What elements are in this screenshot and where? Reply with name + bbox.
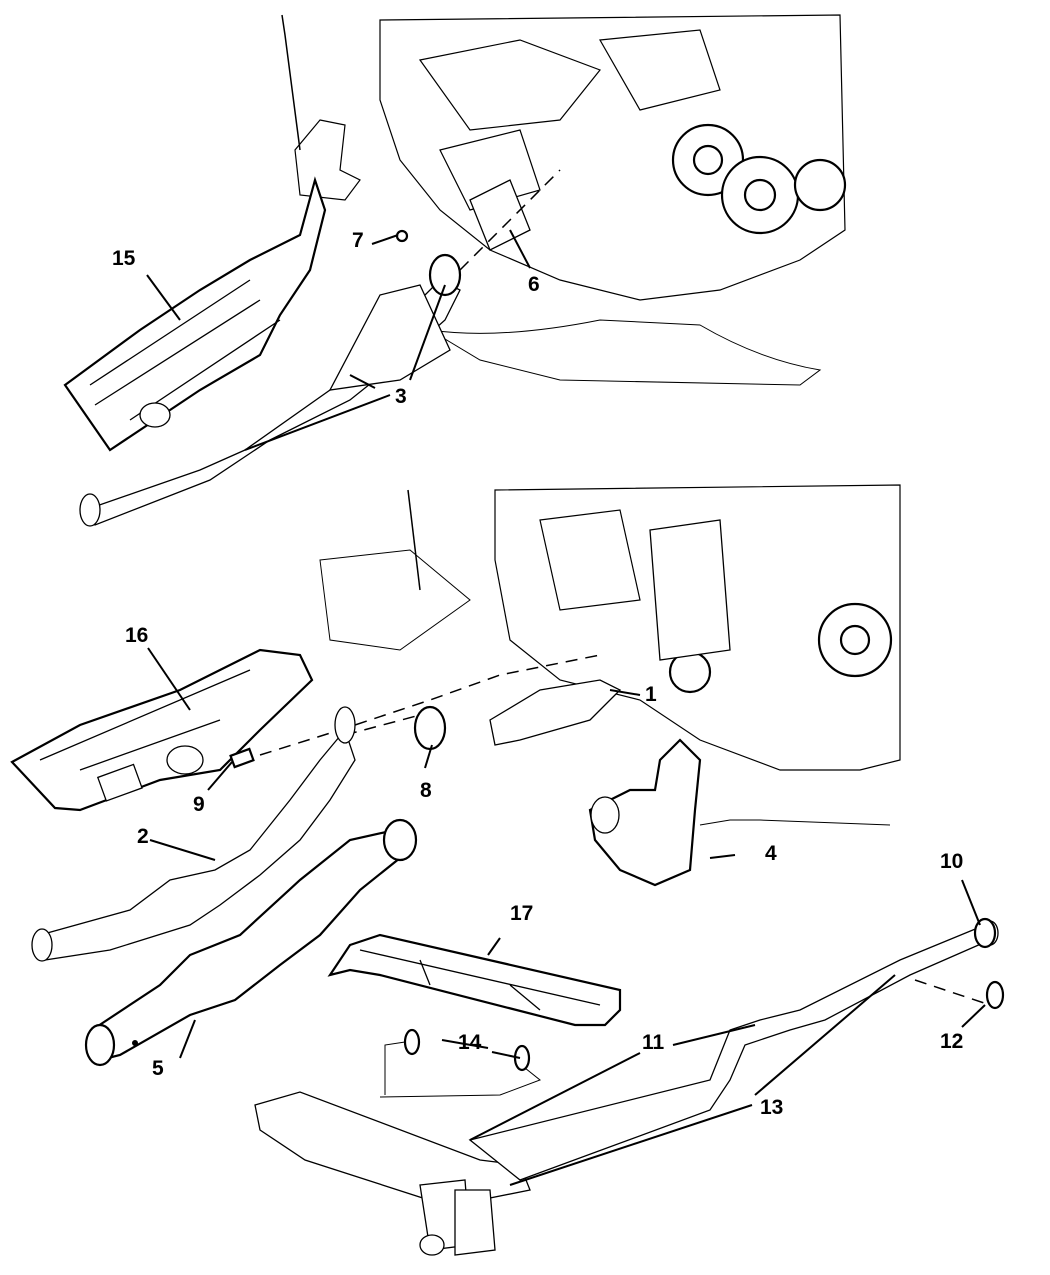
nut-7 (395, 229, 409, 243)
sensor-9 (229, 747, 255, 769)
callout-7: 7 (352, 229, 364, 252)
gasket-6 (469, 179, 531, 251)
heat-shield-16 (10, 648, 314, 812)
callout-5: 5 (152, 1057, 164, 1080)
engine-assembly-lower (319, 484, 901, 771)
callout-8: 8 (420, 779, 432, 802)
leader-lines (146, 229, 986, 1186)
callout-4: 4 (765, 842, 777, 865)
callout-15: 15 (112, 247, 136, 270)
isolator-14a (403, 1028, 421, 1056)
gasket-8 (413, 705, 447, 751)
catalytic-converter-5 (84, 818, 418, 1067)
callout-10: 10 (940, 850, 964, 873)
callout-6: 6 (528, 273, 540, 296)
catalytic-converter-3 (79, 253, 462, 527)
callout-14: 14 (458, 1031, 482, 1054)
isolator-14b (513, 1044, 531, 1072)
callout-16: 16 (125, 624, 149, 647)
callout-1: 1 (645, 683, 657, 706)
callout-2: 2 (137, 825, 149, 848)
callout-9: 9 (193, 793, 205, 816)
callout-12: 12 (940, 1030, 964, 1053)
callout-17: 17 (510, 902, 534, 925)
callout-13: 13 (760, 1096, 784, 1119)
catalytic-converter-4 (588, 738, 891, 887)
catalytic-converter-2 (31, 706, 356, 962)
callout-11: 11 (642, 1031, 665, 1054)
clamp-10 (973, 917, 997, 949)
heat-shield-17 (327, 933, 622, 1027)
callout-3: 3 (395, 385, 407, 408)
isolator-12 (985, 980, 1005, 1010)
heat-shield-15 (63, 176, 327, 452)
